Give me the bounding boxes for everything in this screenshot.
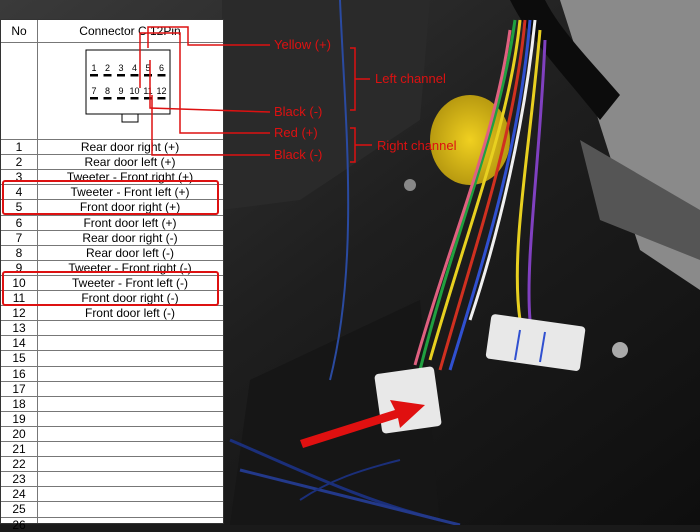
connector-pin — [103, 74, 112, 77]
connector-pin-label: 1 — [91, 63, 96, 73]
connector-pin-label: 6 — [159, 63, 164, 73]
row-description: Rear door left (+) — [84, 155, 176, 170]
table-row: 5 Front door right (+) — [1, 199, 223, 214]
row-number: 23 — [12, 472, 26, 487]
row-number: 6 — [15, 215, 23, 230]
row-number: 14 — [12, 336, 26, 351]
connector-pin — [90, 97, 98, 100]
row-number: 10 — [12, 275, 26, 290]
highlight-pins-11-12 — [2, 271, 219, 306]
row-number: 24 — [12, 487, 26, 502]
connector-pin — [90, 74, 98, 77]
table-row: 22 — [1, 456, 223, 471]
row-number: 12 — [12, 306, 26, 321]
row-description: Tweeter - Front left (+) — [70, 185, 190, 200]
row-description: Front door right (+) — [79, 200, 181, 215]
connector-pin-label: 4 — [132, 63, 137, 73]
callout-black-left: Black (-) — [274, 104, 323, 119]
row-number: 7 — [15, 230, 23, 245]
table-row: 25 — [1, 501, 223, 516]
table-row: 10 Tweeter - Front left (-) — [1, 274, 223, 290]
row-description: Rear door right (-) — [82, 230, 178, 245]
row-number: 21 — [12, 442, 26, 456]
table-row: 23 — [1, 471, 223, 486]
row-number: 3 — [15, 170, 23, 185]
connector-pin — [117, 74, 125, 77]
callout-left-channel: Left channel — [375, 71, 446, 86]
connector-pin-label: 11 — [143, 86, 152, 96]
row-number: 2 — [15, 155, 23, 170]
table-row: 8 Rear door left (-) — [1, 244, 223, 260]
table-row: 15 — [1, 350, 223, 365]
table-row: 17 — [1, 380, 223, 396]
connector-pin — [144, 97, 152, 100]
connector-pin — [117, 97, 125, 100]
connector-pin-label: 5 — [145, 63, 150, 73]
row-number: 20 — [12, 426, 26, 441]
table-row: 14 — [1, 335, 223, 350]
callout-yellow: Yellow (+) — [274, 37, 331, 52]
table-row: 4 Tweeter - Front left (+) — [1, 184, 223, 199]
connector-pin — [144, 74, 152, 77]
connector-pin-label: 7 — [91, 86, 96, 96]
highlight-pins-5-6 — [2, 180, 219, 215]
table-row: 16 — [1, 365, 223, 381]
row-number: 4 — [15, 185, 23, 200]
row-description: Rear door right (+) — [80, 140, 180, 154]
connector-pin — [130, 97, 139, 100]
row-number: 19 — [12, 411, 26, 426]
table-row: 20 — [1, 425, 223, 441]
row-number: 18 — [12, 396, 26, 411]
connector-pin — [157, 74, 166, 77]
row-number: 15 — [12, 351, 26, 366]
connector-pin-label: 3 — [118, 63, 123, 73]
row-description: Tweeter - Front left (-) — [71, 275, 189, 290]
table-row: 2 Rear door left (+) — [1, 154, 223, 169]
connector-pin-label: 8 — [105, 86, 110, 96]
row-description: Front door right (-) — [81, 291, 179, 305]
table-row: 11 Front door right (-) — [1, 290, 223, 305]
callout-black-right: Black (-) — [274, 147, 323, 162]
callout-red: Red (+) — [274, 125, 318, 140]
row-number: 9 — [15, 260, 23, 275]
row-description: Rear door left (-) — [85, 245, 175, 260]
row-number: 16 — [12, 366, 26, 381]
connector-pin-label: 12 — [156, 86, 166, 96]
row-number: 5 — [15, 200, 23, 215]
header-no: No — [11, 24, 27, 38]
row-description: Front door left (+) — [83, 215, 177, 230]
row-description: Front door left (-) — [84, 306, 176, 321]
table-row: 18 — [1, 395, 223, 411]
table-row: 19 — [1, 410, 223, 426]
header-connector-label: Connector C — [79, 24, 147, 38]
connector-pin-label: 10 — [129, 86, 139, 96]
connector-pin — [157, 97, 166, 100]
row-number: 11 — [12, 291, 26, 305]
table-row: 6 Front door left (+) — [1, 214, 223, 230]
row-number: 13 — [12, 321, 26, 336]
row-number: 25 — [12, 502, 26, 517]
row-number: 17 — [12, 381, 26, 396]
table-row: 1 Rear door right (+) — [1, 139, 223, 154]
row-number: 8 — [15, 245, 23, 260]
callout-right-channel: Right channel — [377, 138, 457, 153]
connector-pin-label: 2 — [105, 63, 110, 73]
table-row: 24 — [1, 486, 223, 501]
table-row: 13 — [1, 320, 223, 335]
connector-pin-label: 9 — [118, 86, 123, 96]
row-number: 1 — [15, 140, 23, 154]
table-row: 21 — [1, 441, 223, 456]
table-row: 7 Rear door right (-) — [1, 229, 223, 245]
row-number: 22 — [12, 457, 26, 472]
connector-pin — [130, 74, 139, 77]
connector-pin — [103, 97, 112, 100]
